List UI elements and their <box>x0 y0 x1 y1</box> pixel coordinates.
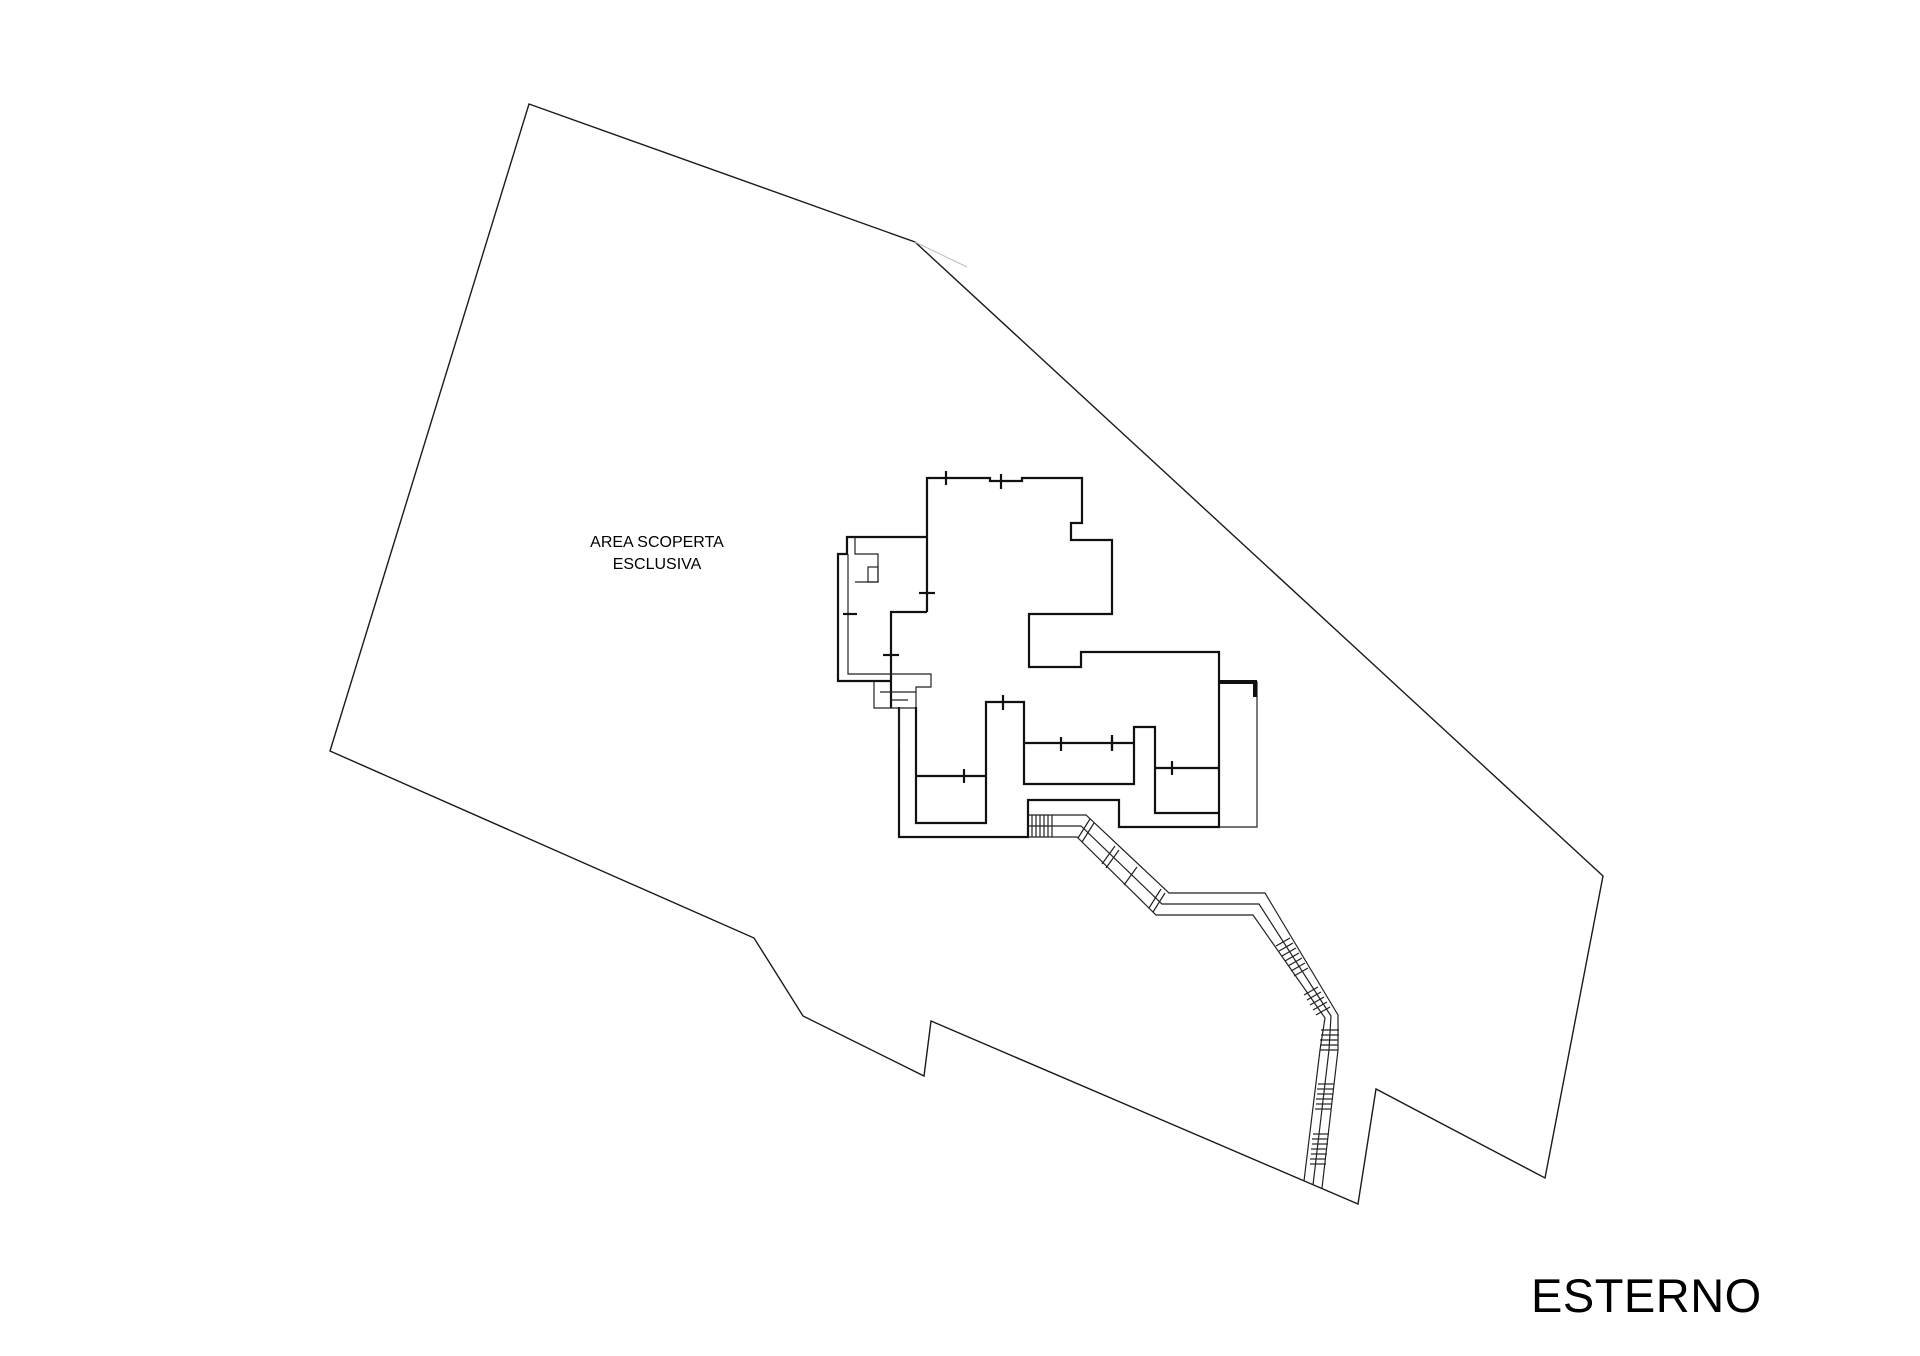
drawing-title: ESTERNO <box>1531 1269 1762 1322</box>
area-label-line2: ESCLUSIVA <box>612 556 702 573</box>
area-label: AREA SCOPERTA ESCLUSIVA <box>570 532 744 576</box>
property-boundary <box>329 103 1604 1205</box>
boundary-extension-line <box>914 241 968 268</box>
external-stairway <box>1028 814 1339 1189</box>
building-outline <box>836 476 1258 839</box>
door-markers <box>843 471 1174 783</box>
area-label-line1: AREA SCOPERTA <box>590 534 724 551</box>
